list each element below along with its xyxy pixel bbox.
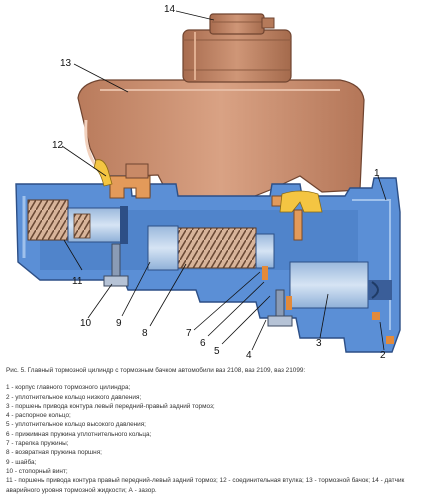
caption-title: Рис. 5. Главный тормозной цилиндр с торм…	[6, 367, 306, 374]
legend-item: 4 - распорное кольцо;	[6, 412, 71, 420]
seals	[262, 266, 394, 344]
callout-12: 12	[52, 140, 64, 151]
reservoir-neck	[182, 29, 292, 83]
stopper-screw-left	[103, 243, 129, 287]
callout-8: 8	[142, 328, 148, 339]
callout-6: 6	[200, 338, 206, 349]
connecting-sleeve-right	[271, 190, 323, 241]
legend-item: 1 - корпус главного тормозного цилиндра;	[6, 384, 131, 392]
callout-14: 14	[164, 4, 176, 15]
callout-labels: 14 13 12 1 11 10 9 8 7 6 5 4 3 2	[52, 4, 386, 360]
callout-5: 5	[214, 346, 220, 357]
legend-item: 9 - шайба;	[6, 458, 37, 466]
piston-3	[289, 261, 392, 309]
callout-3: 3	[316, 338, 322, 349]
legend-item: 3 - поршень привода контура левый передн…	[6, 402, 215, 410]
legend-item: 6 - прижимная пружина уплотнительного ко…	[6, 430, 152, 438]
leader-lines	[61, 10, 387, 351]
legend-item: 10 - стопорный винт;	[6, 467, 68, 475]
callout-10: 10	[80, 318, 92, 329]
callout-13: 13	[60, 58, 72, 69]
piston-11	[27, 199, 128, 244]
callout-4: 4	[246, 350, 252, 360]
connecting-sleeve-left	[93, 159, 151, 199]
legend-item: 11 - поршень привода контура правый пере…	[6, 477, 405, 485]
legend-item: 7 - тарелка пружины;	[6, 440, 69, 448]
legend-item: аварийного уровня тормозной жидкости; А …	[6, 486, 157, 494]
master-cylinder-diagram: 14 13 12 1 11 10 9 8 7 6 5 4 3 2	[15, 4, 401, 360]
callout-9: 9	[116, 318, 122, 329]
return-spring	[147, 225, 275, 271]
callout-1: 1	[374, 168, 380, 179]
level-sensor-cap	[209, 13, 275, 35]
legend-item: 8 - возвратная пружина поршня;	[6, 449, 102, 457]
legend-item: 2 - уплотнительное кольцо низкого давлен…	[6, 393, 142, 401]
callout-11: 11	[72, 276, 83, 287]
parts-legend: 1 - корпус главного тормозного цилиндра;…	[6, 383, 430, 495]
legend-item: 5 - уплотнительное кольцо высокого давле…	[6, 421, 146, 429]
callout-2: 2	[380, 350, 386, 360]
stopper-screw-right	[267, 289, 293, 327]
figure-caption: Рис. 5. Главный тормозной цилиндр с торм…	[6, 366, 430, 495]
callout-7: 7	[186, 328, 192, 339]
